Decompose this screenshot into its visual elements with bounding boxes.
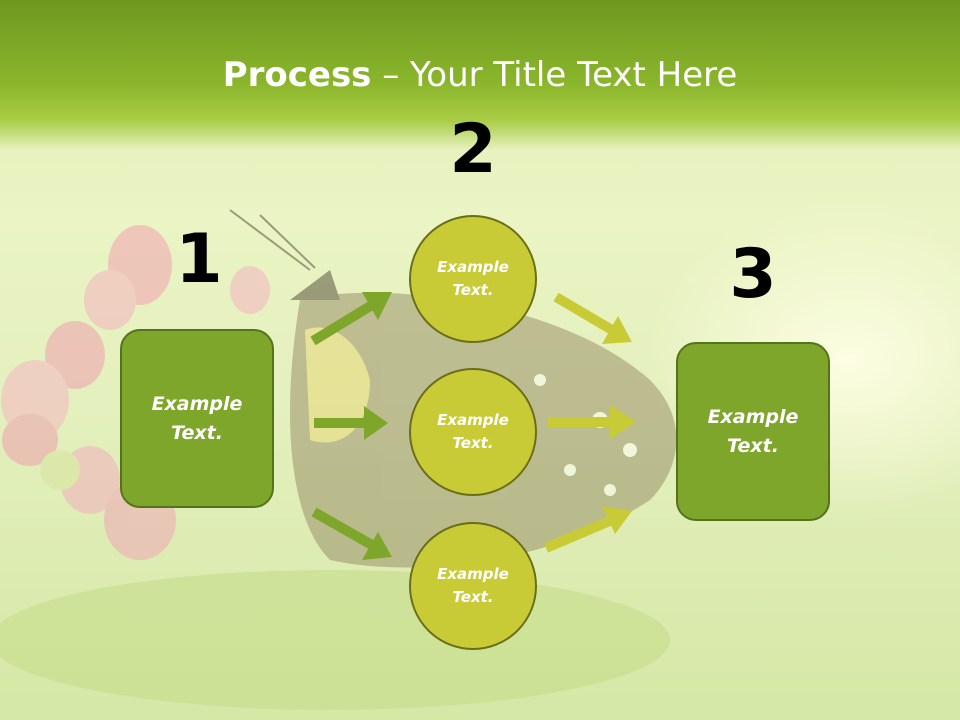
arrow-from-circle-2 — [548, 405, 636, 439]
circle-2-text: Example Text. — [437, 411, 509, 452]
process-circle-1: Example Text. — [409, 215, 537, 343]
arrow-to-circle-1 — [310, 292, 392, 346]
arrow-to-circle-3 — [311, 507, 392, 560]
arrow-from-circle-3 — [544, 506, 632, 553]
step-number-3: 3 — [729, 235, 777, 314]
arrow-from-circle-1 — [553, 292, 632, 344]
circle-1-text: Example Text. — [437, 258, 509, 299]
process-circle-2: Example Text. — [409, 368, 537, 496]
process-circle-3: Example Text. — [409, 522, 537, 650]
step-number-2: 2 — [449, 110, 497, 189]
title-rest: – Your Title Text Here — [371, 55, 738, 95]
step-number-1: 1 — [175, 220, 223, 299]
arrow-to-circle-2 — [314, 406, 388, 440]
input-box-text: Example Text. — [151, 392, 243, 444]
circle-3-text: Example Text. — [437, 565, 509, 606]
title-bar — [0, 0, 960, 150]
output-box: Example Text. — [676, 342, 830, 521]
slide-title: Process – Your Title Text Here — [0, 50, 960, 100]
output-box-text: Example Text. — [707, 405, 799, 457]
title-bold: Process — [222, 55, 372, 95]
input-box: Example Text. — [120, 329, 274, 508]
